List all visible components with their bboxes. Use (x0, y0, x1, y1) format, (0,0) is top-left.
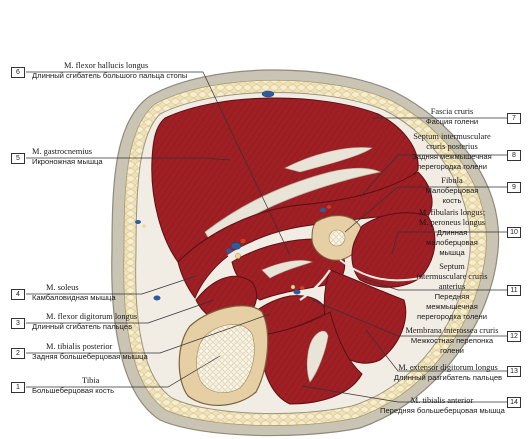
russian-name-line-2: кость (442, 196, 462, 205)
number-box-2: 2 (11, 348, 25, 359)
leader-lines (26, 71, 508, 403)
number-box-7: 7 (507, 113, 521, 124)
label-anterior-septum: Septum intermusculare cruris anterius Пе… (402, 262, 502, 322)
label-fibula: Fibula Малоберцовая кость (402, 176, 502, 206)
anterior-tibial-vessels (290, 284, 305, 295)
russian-name-line-2: межмышечная (426, 302, 478, 311)
russian-name: Икроножная мышца (32, 157, 103, 166)
superficial-veins (135, 90, 275, 301)
latin-name: Tibia (82, 376, 100, 385)
number-box-5: 5 (11, 153, 25, 164)
tibialis-anterior-tendon (306, 330, 329, 383)
interosseous-membrane (299, 269, 331, 301)
latin-name-line-2: intermusculare cruris (416, 272, 488, 281)
latin-name-line-1: M. fibularis longus; (418, 208, 486, 217)
label-gastrocnemius: M. gastrocnemius Икроножная мышца (32, 147, 103, 167)
label-fibularis-longus: M. fibularis longus; M. peroneus longus … (402, 208, 502, 258)
latin-name: M. soleus (46, 283, 79, 292)
label-interosseous-membrane: Membrana interossea cruris Межкостная пе… (402, 326, 502, 356)
latin-name: M. flexor digitorum longus (46, 312, 138, 321)
posterior-tibial-vessels (226, 238, 247, 259)
russian-name-line-1: Задняя межмышечная (412, 152, 492, 161)
tibia-marrow (196, 324, 255, 393)
number-box-4: 4 (11, 289, 25, 300)
number-box-9: 9 (507, 182, 521, 193)
label-flexor-digitorum-longus: M. flexor digitorum longus Длинный сгиба… (32, 312, 137, 332)
russian-name-line-2: перегородка голени (417, 162, 487, 171)
fibular-vessels (320, 205, 332, 213)
latin-name: Fascia cruris (430, 107, 474, 116)
label-tibia: Tibia Большеберцовая кость (32, 376, 114, 396)
russian-name-line-2: голени (440, 346, 464, 355)
latin-name: Fibula (441, 176, 463, 185)
number-box-10: 10 (507, 227, 521, 238)
russian-name: Передняя большеберцовая мышца (380, 406, 505, 415)
label-soleus: M. soleus Камбаловидная мышца (32, 283, 116, 303)
latin-name: M. tibialis posterior (46, 342, 113, 351)
fibula-marrow (328, 229, 346, 247)
anterior-septum-line (339, 259, 421, 282)
russian-name-line-1: Малоберцовая (425, 186, 479, 195)
number-box-6: 6 (11, 67, 25, 78)
gastrocnemius-tendon-2 (284, 147, 373, 173)
latin-name-line-1: Septum intermusculare (413, 132, 491, 141)
russian-name: Задняя большеберцовая мышца (32, 352, 148, 361)
fhl-tendon (261, 260, 313, 279)
latin-name-line-2: M. peroneus longus (418, 218, 486, 227)
russian-name: Длинный разгибатель пальцев (393, 373, 503, 382)
label-fascia-cruris: Fascia cruris Фасция голени (402, 107, 502, 127)
label-flexor-hallucis-longus: M. flexor hallucis longus Длинный сгибат… (32, 61, 187, 81)
number-box-13: 13 (507, 366, 521, 377)
russian-name: Длинный сгибатель большого пальца стопы (32, 71, 188, 80)
russian-name-line-1: Длинная (436, 228, 468, 237)
latin-name: M. tibialis anterior (410, 396, 474, 405)
latin-name: M. gastrocnemius (32, 147, 93, 156)
russian-name-line-1: Межкостная перепонка (410, 336, 494, 345)
russian-name: Длинный сгибатель пальцев (32, 322, 133, 331)
number-box-11: 11 (507, 285, 521, 296)
russian-name-line-3: перегородка голени (417, 312, 487, 321)
russian-name-line-2: малоберцовая (426, 238, 478, 247)
number-box-3: 3 (11, 318, 25, 329)
latin-name-line-3: anterius (438, 282, 466, 291)
number-box-14: 14 (507, 397, 521, 408)
label-posterior-septum: Septum intermusculare cruris posterius З… (402, 132, 502, 172)
russian-name-line-3: мышца (439, 248, 465, 257)
russian-name-line-1: Передняя (434, 292, 470, 301)
number-box-1: 1 (11, 382, 25, 393)
latin-name: Membrana interossea cruris (405, 326, 499, 335)
latin-name-line-2: cruris posterius (426, 142, 478, 151)
label-tibialis-posterior: M. tibialis posterior Задняя большеберцо… (32, 342, 148, 362)
label-tibialis-anterior: M. tibialis anterior Передняя большеберц… (380, 396, 505, 416)
russian-name: Большеберцовая кость (32, 386, 115, 395)
number-box-8: 8 (507, 150, 521, 161)
latin-name: M. flexor hallucis longus (64, 61, 149, 70)
latin-name: M. extensor digitorum longus (398, 363, 498, 372)
russian-name: Фасция голени (425, 117, 479, 126)
number-box-12: 12 (507, 331, 521, 342)
russian-name: Камбаловидная мышца (32, 293, 116, 302)
label-extensor-digitorum-longus: M. extensor digitorum longus Длинный раз… (392, 363, 504, 383)
latin-name-line-1: Septum (439, 262, 465, 271)
